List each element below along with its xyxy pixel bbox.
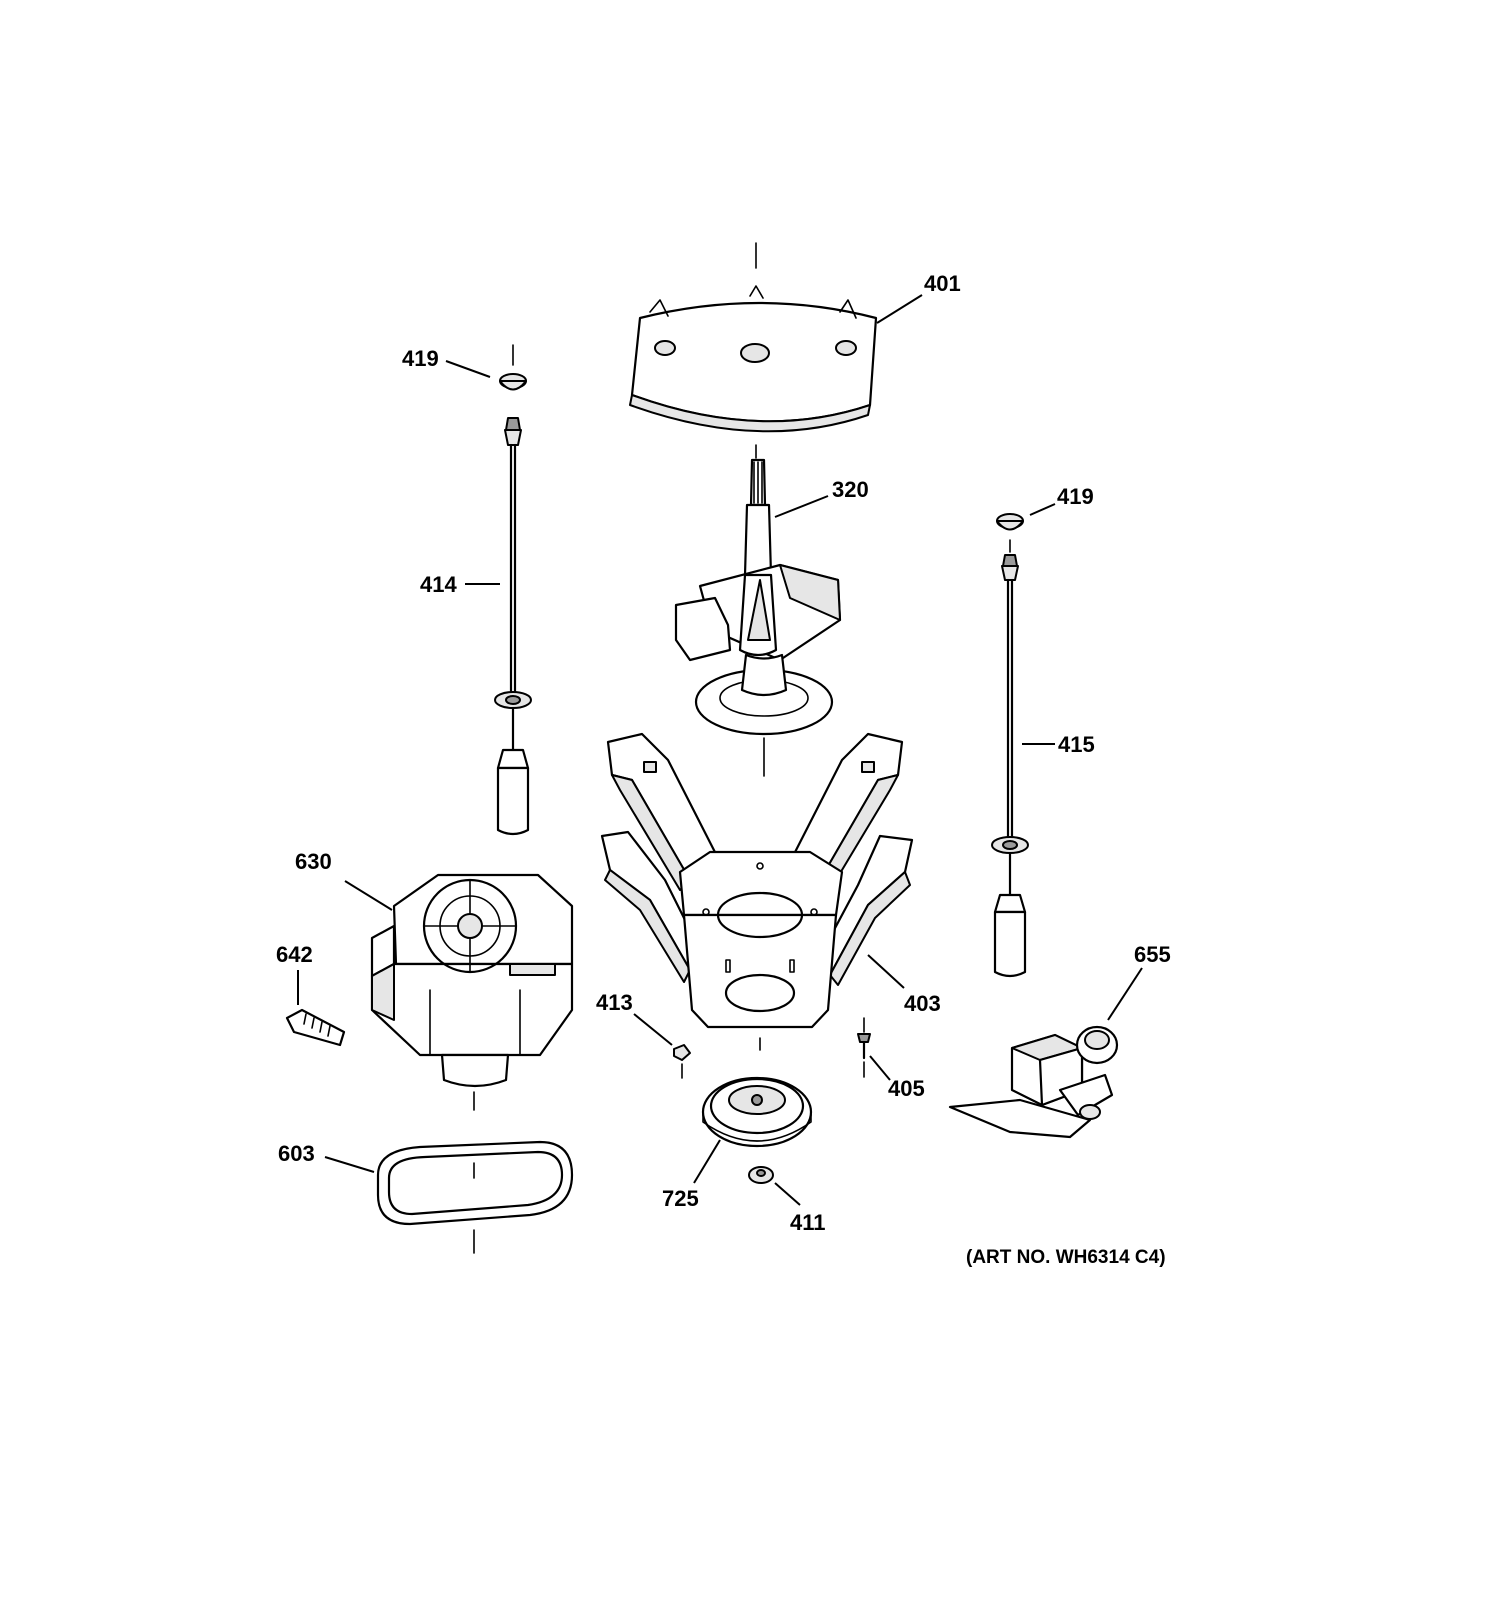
label-603: 603	[278, 1141, 315, 1166]
label-419-right: 419	[1057, 484, 1094, 509]
leader-413	[633, 1013, 673, 1046]
label-419-left: 419	[402, 346, 439, 371]
part-413-nut	[673, 1044, 691, 1079]
leader-630	[344, 880, 393, 911]
label-403: 403	[904, 991, 941, 1016]
label-642: 642	[276, 942, 313, 967]
part-415-suspension-rod	[991, 554, 1029, 978]
part-603-drive-belt	[376, 1140, 574, 1254]
part-630-motor	[370, 873, 574, 1111]
part-725-pulley	[701, 1076, 813, 1148]
leader-403	[867, 954, 905, 989]
leader-401	[876, 294, 923, 324]
part-411-nut	[748, 1166, 774, 1184]
leader-320	[774, 495, 829, 518]
label-655: 655	[1134, 942, 1171, 967]
label-413: 413	[596, 990, 633, 1015]
part-419-right-cap	[996, 513, 1024, 553]
leader-419-right	[1029, 503, 1056, 516]
label-630: 630	[295, 849, 332, 874]
part-403-mounting-bracket	[600, 732, 914, 1051]
art-number: (ART NO. WH6314 C4)	[966, 1247, 1166, 1268]
part-414-suspension-rod	[494, 417, 532, 836]
leader-419-left	[445, 360, 491, 378]
part-401-cover	[629, 242, 878, 459]
label-320: 320	[832, 477, 869, 502]
part-419-left-cap	[499, 344, 527, 391]
part-405-screw	[857, 1017, 871, 1078]
leader-411	[774, 1182, 801, 1206]
label-415: 415	[1058, 732, 1095, 757]
label-414: 414	[420, 572, 457, 597]
leader-725	[693, 1139, 721, 1184]
part-320-transmission	[674, 458, 842, 777]
leader-655	[1107, 967, 1143, 1021]
part-655-pump	[948, 1025, 1119, 1139]
label-401: 401	[924, 271, 961, 296]
label-405: 405	[888, 1076, 925, 1101]
leader-405	[869, 1055, 891, 1081]
part-642-connector	[285, 1008, 346, 1047]
label-411: 411	[790, 1210, 826, 1235]
label-725: 725	[662, 1186, 699, 1211]
leader-603	[324, 1156, 375, 1173]
